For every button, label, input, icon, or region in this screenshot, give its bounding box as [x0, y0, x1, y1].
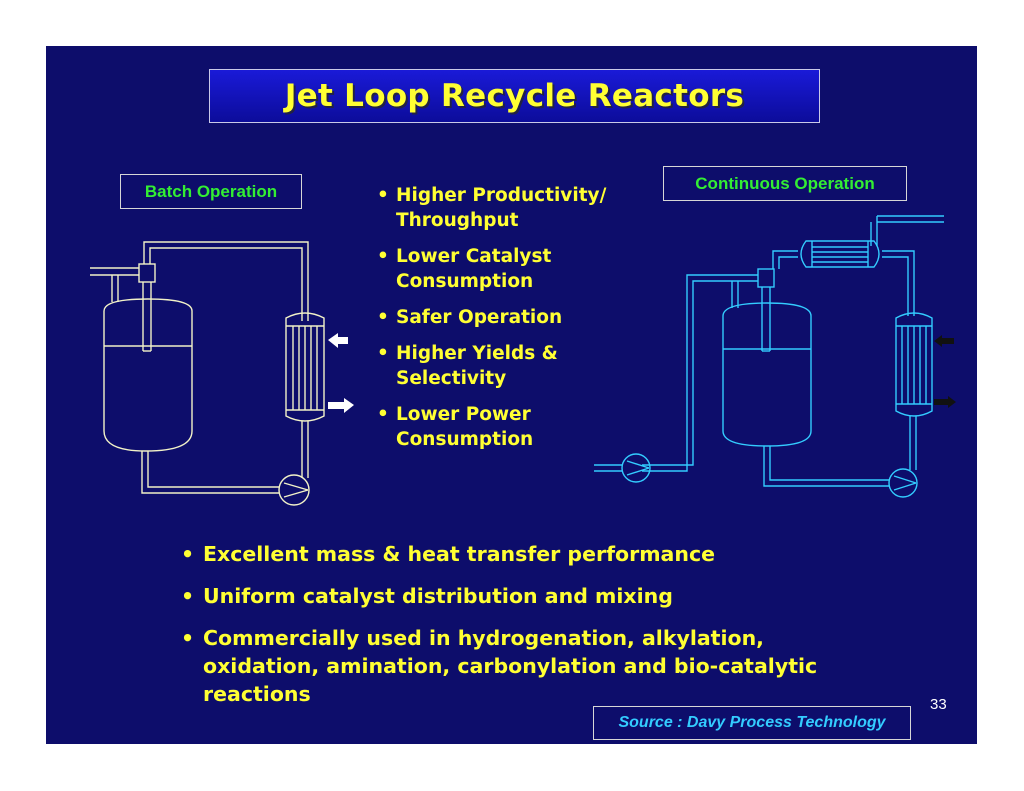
page-number: 33	[930, 696, 947, 713]
list-item: Lower Catalyst Consumption	[368, 244, 648, 294]
list-item: Excellent mass & heat transfer performan…	[171, 540, 871, 568]
arrow-left-icon	[328, 333, 348, 348]
arrow-right-icon	[328, 398, 354, 413]
batch-operation-label: Batch Operation	[120, 174, 302, 209]
continuous-recycle-pump	[888, 468, 918, 498]
list-item: Lower Power Consumption	[368, 402, 648, 452]
continuous-top-exchanger	[800, 240, 880, 268]
continuous-side-exchanger	[895, 312, 933, 417]
list-item: Commercially used in hydrogenation, alky…	[171, 624, 871, 708]
arrow-left-icon	[934, 335, 954, 347]
list-item: Safer Operation	[368, 305, 648, 330]
benefits-list: Higher Productivity/ Throughput Lower Ca…	[368, 183, 648, 463]
slide: Jet Loop Recycle Reactors Batch Operatio…	[46, 46, 977, 744]
source-credit: Source : Davy Process Technology	[593, 706, 911, 740]
continuous-flow-arrows	[934, 335, 956, 408]
batch-pump	[278, 474, 310, 506]
features-list: Excellent mass & heat transfer performan…	[171, 540, 871, 722]
list-item: Higher Yields & Selectivity	[368, 341, 648, 391]
batch-flow-arrows	[328, 333, 354, 413]
list-item: Uniform catalyst distribution and mixing	[171, 582, 871, 610]
reactor-diagrams	[90, 215, 956, 506]
continuous-ejector	[757, 268, 775, 288]
title-banner: Jet Loop Recycle Reactors	[209, 69, 820, 123]
batch-diagram	[90, 241, 325, 506]
batch-heat-exchanger	[285, 312, 325, 422]
continuous-operation-label: Continuous Operation	[663, 166, 907, 201]
continuous-diagram	[594, 215, 944, 498]
batch-ejector	[138, 263, 156, 283]
slide-title: Jet Loop Recycle Reactors	[284, 78, 745, 114]
continuous-reactor-vessel	[722, 302, 812, 447]
batch-reactor-vessel	[103, 298, 193, 452]
list-item: Higher Productivity/ Throughput	[368, 183, 648, 233]
continuous-feed-pump	[621, 453, 651, 483]
arrow-right-icon	[934, 396, 956, 408]
